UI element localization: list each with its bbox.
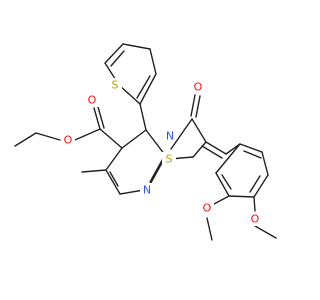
bridgehead-nitrogen-label: N xyxy=(166,130,174,143)
molecule-structure-diagram: O O O S S N N O O xyxy=(14,43,277,241)
ester-carbonyl-oxygen-label: O xyxy=(88,94,97,107)
atom-labels: O O O S S N N O O xyxy=(61,78,262,226)
ester-ether-oxygen-label: O xyxy=(64,134,73,147)
thiophene-sulfur-label: S xyxy=(112,79,119,92)
bond-lines xyxy=(14,43,277,241)
ketone-oxygen-label: O xyxy=(194,81,203,94)
thiazole-sulfur-label: S xyxy=(166,153,173,166)
methoxy-2-oxygen-label: O xyxy=(203,202,212,215)
ring-nitrogen-label: N xyxy=(143,184,151,197)
methoxy-4-oxygen-label: O xyxy=(251,213,260,226)
